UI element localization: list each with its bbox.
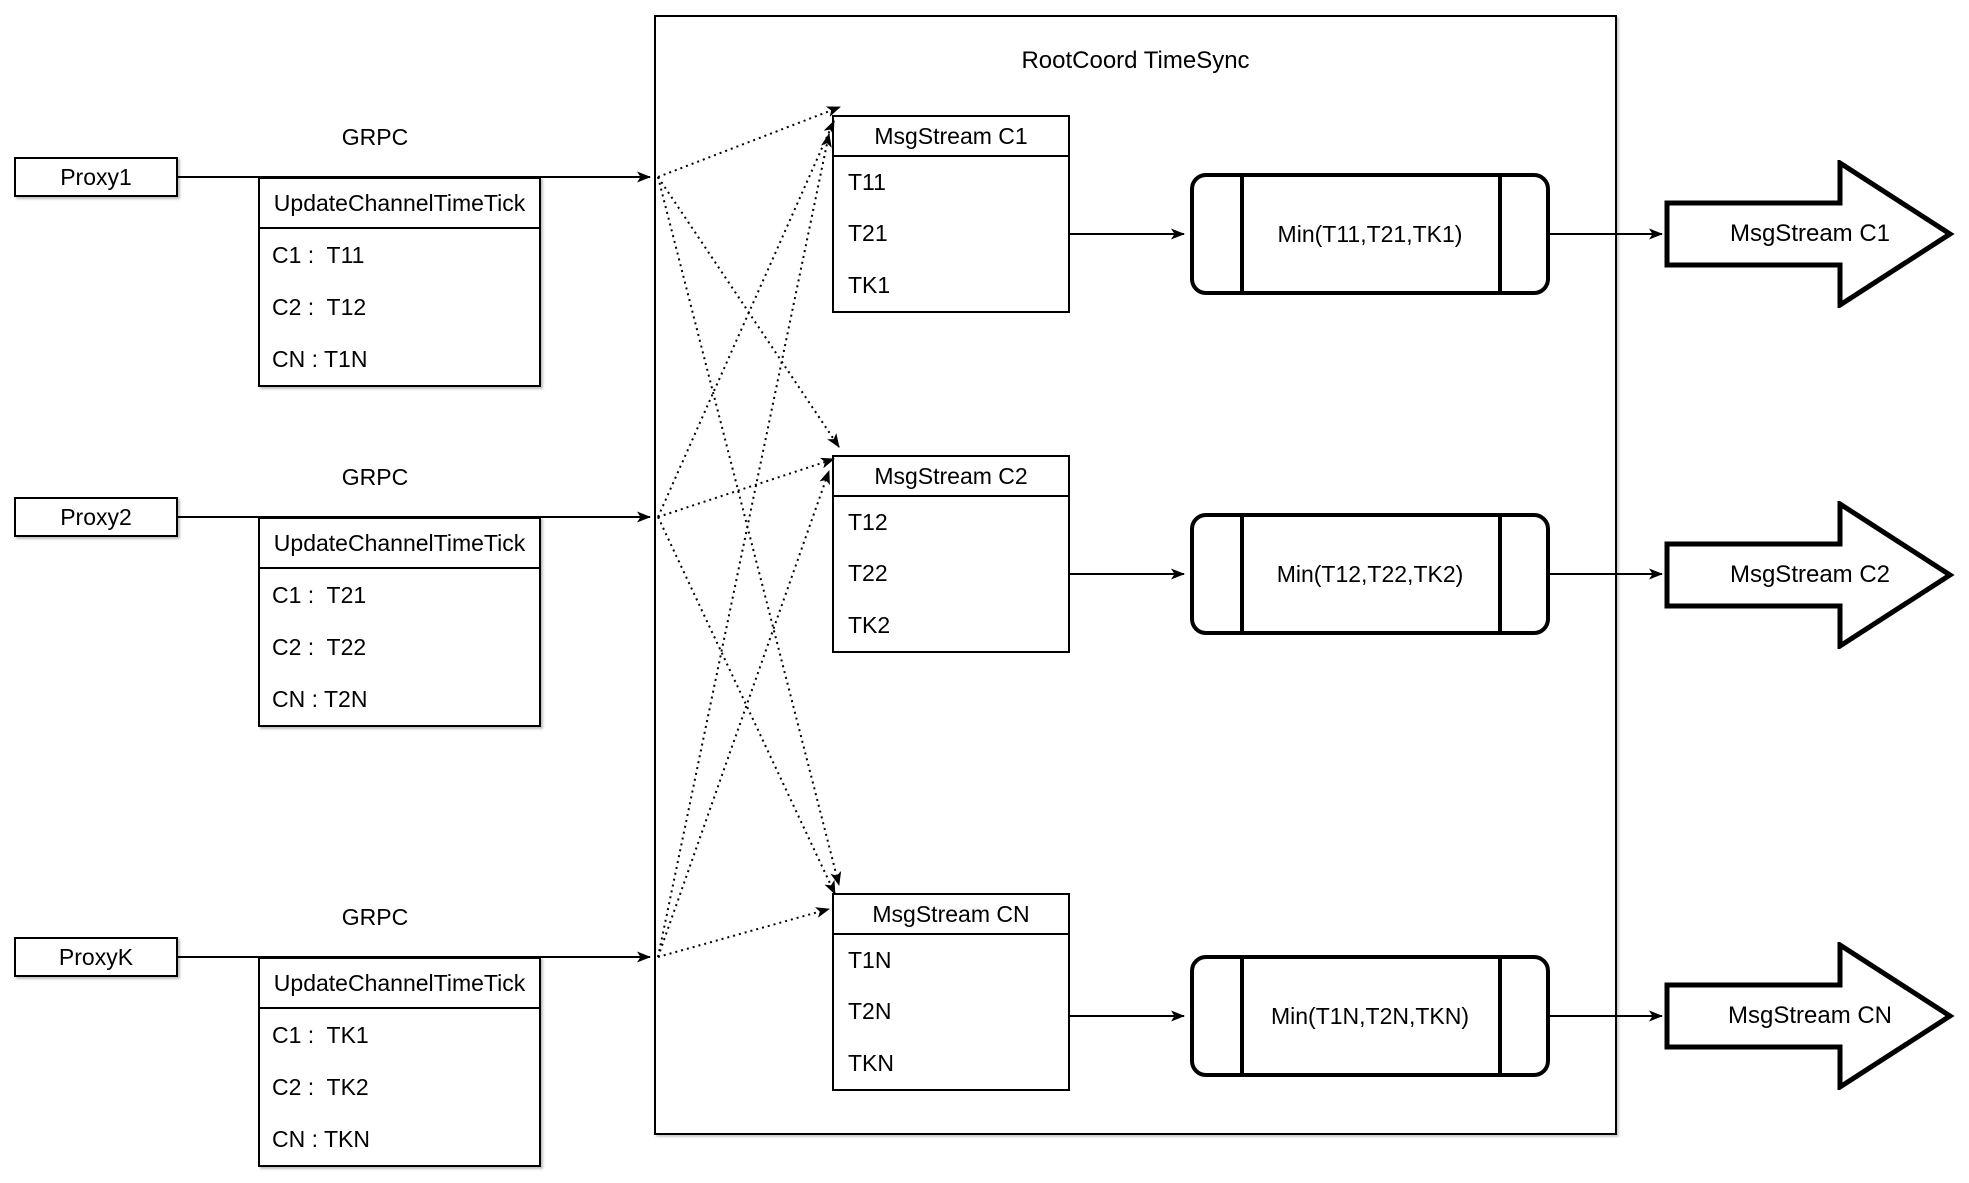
block-arrow-icon xyxy=(1664,160,1955,308)
table2-header: UpdateChannelTimeTick xyxy=(260,519,539,569)
capsule-divider xyxy=(1240,959,1244,1073)
table-row: CN : T1N xyxy=(272,345,368,372)
table-row: C1 : T21 xyxy=(272,581,367,608)
table-row: CN : TKN xyxy=(272,1125,370,1152)
msgstream-cn-box: MsgStream CN T1N T2N TKN xyxy=(832,893,1070,1091)
msgstream-c2-header: MsgStream C2 xyxy=(834,457,1068,497)
capsule-divider xyxy=(1498,959,1502,1073)
msgstream-row: T11 xyxy=(848,169,886,196)
min-node-cn: Min(T1N,T2N,TKN) xyxy=(1190,955,1550,1077)
proxy2-label: Proxy2 xyxy=(60,503,132,530)
table1-header: UpdateChannelTimeTick xyxy=(260,179,539,229)
update-channel-timetick-table-2: UpdateChannelTimeTick C1 : T21 C2 : T22 … xyxy=(258,517,541,727)
table3-header: UpdateChannelTimeTick xyxy=(260,959,539,1009)
output-cn-label: MsgStream CN xyxy=(1727,1002,1893,1029)
table-row: C2 : T22 xyxy=(272,633,367,660)
container-title: RootCoord TimeSync xyxy=(1021,47,1250,74)
output-c1-label: MsgStream C1 xyxy=(1729,220,1891,247)
msgstream-row: TK2 xyxy=(848,611,891,638)
proxy2-box: Proxy2 xyxy=(14,497,178,537)
min-cn-label: Min(T1N,T2N,TKN) xyxy=(1270,1002,1470,1029)
capsule-divider xyxy=(1240,517,1244,631)
capsule-divider xyxy=(1498,177,1502,291)
msgstream-c2-box: MsgStream C2 T12 T22 TK2 xyxy=(832,455,1070,653)
table-row: C1 : TK1 xyxy=(272,1021,369,1048)
min-c2-label: Min(T12,T22,TK2) xyxy=(1276,560,1464,587)
msgstream-row: T1N xyxy=(848,947,892,974)
msgstream-cn-header: MsgStream CN xyxy=(834,895,1068,935)
proxyk-box: ProxyK xyxy=(14,937,178,977)
msgstream-c1-output-arrow: MsgStream C1 xyxy=(1664,160,1956,308)
msgstream-c1-header: MsgStream C1 xyxy=(834,117,1068,157)
msgstream-row: T21 xyxy=(848,220,888,247)
msgstream-row: TKN xyxy=(848,1049,894,1076)
proxyk-label: ProxyK xyxy=(58,943,134,970)
msgstream-row: T12 xyxy=(848,509,888,536)
proxy1-box: Proxy1 xyxy=(14,157,178,197)
table-row: C2 : T12 xyxy=(272,293,367,320)
grpc-label-2: GRPC xyxy=(341,464,409,490)
capsule-divider xyxy=(1240,177,1244,291)
update-channel-timetick-table-1: UpdateChannelTimeTick C1 : T11 C2 : T12 … xyxy=(258,177,541,387)
table-row: C1 : T11 xyxy=(272,241,365,268)
table-row: C2 : TK2 xyxy=(272,1073,369,1100)
msgstream-c1-box: MsgStream C1 T11 T21 TK1 xyxy=(832,115,1070,313)
msgstream-row: T2N xyxy=(848,998,892,1025)
capsule-divider xyxy=(1498,517,1502,631)
grpc-label-1: GRPC xyxy=(341,124,409,150)
min-node-c2: Min(T12,T22,TK2) xyxy=(1190,513,1550,635)
block-arrow-icon xyxy=(1664,942,1955,1090)
update-channel-timetick-table-3: UpdateChannelTimeTick C1 : TK1 C2 : TK2 … xyxy=(258,957,541,1167)
table-row: CN : T2N xyxy=(272,685,368,712)
min-c1-label: Min(T11,T21,TK1) xyxy=(1277,220,1463,247)
msgstream-c2-output-arrow: MsgStream C2 xyxy=(1664,501,1956,649)
msgstream-row: T22 xyxy=(848,560,888,587)
msgstream-row: TK1 xyxy=(848,271,891,298)
proxy1-label: Proxy1 xyxy=(60,163,132,190)
block-arrow-icon xyxy=(1664,501,1955,649)
output-c2-label: MsgStream C2 xyxy=(1729,561,1891,588)
rootcoord-timesync-container: RootCoord TimeSync xyxy=(654,15,1617,1135)
msgstream-cn-output-arrow: MsgStream CN xyxy=(1664,942,1956,1090)
min-node-c1: Min(T11,T21,TK1) xyxy=(1190,173,1550,295)
grpc-label-3: GRPC xyxy=(341,904,409,930)
